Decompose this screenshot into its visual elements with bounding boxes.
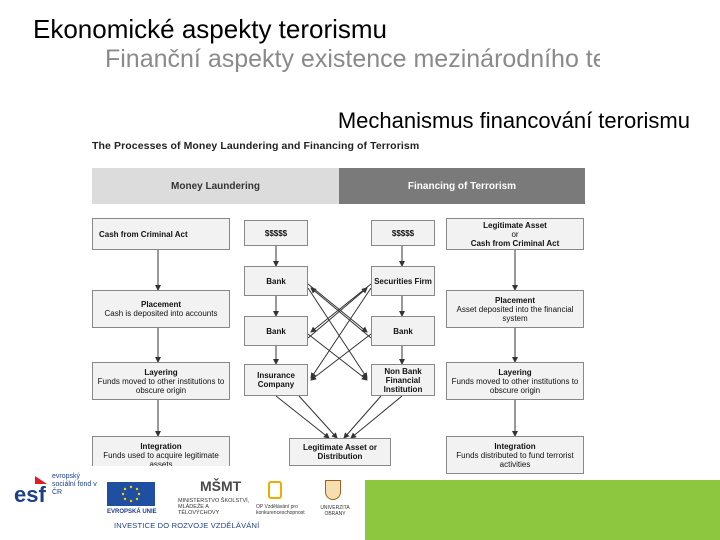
- box-bank-right: Bank: [371, 316, 435, 346]
- op-label: OP Vzdělávání pro konkurenceschopnost: [256, 504, 305, 516]
- desc-placement-right: Asset deposited into the financial syste…: [456, 304, 574, 323]
- university-label: UNIVERZITA OBRANY: [320, 505, 350, 517]
- box-securities-firm: Securities Firm: [371, 266, 435, 296]
- desc-layering-left: Funds moved to other institutions to obs…: [97, 376, 225, 395]
- label-source-right-1: Legitimate Asset: [483, 220, 547, 230]
- label-integration-right: Integration: [494, 441, 536, 451]
- label-layering-left: Layering: [144, 367, 178, 377]
- eu-label: EVROPSKÁ UNIE: [107, 509, 157, 515]
- label-placement-left: Placement: [140, 300, 182, 309]
- box-insurance-company: Insurance Company: [244, 364, 308, 396]
- diagram-connectors: [155, 246, 518, 439]
- box-cash-right: $$$$$: [371, 220, 435, 246]
- footer-tagline: INVESTICE DO ROZVOJE VZDĚLÁVÁNÍ: [114, 521, 260, 530]
- eu-flag-icon: [107, 482, 155, 506]
- box-placement-right: Placement Asset deposited into the finan…: [446, 290, 584, 328]
- band-financing-terrorism: Financing of Terrorism: [339, 168, 585, 204]
- box-bank-left-2: Bank: [244, 316, 308, 346]
- band-money-laundering: Money Laundering: [92, 168, 339, 204]
- label-layering-right: Layering: [498, 367, 532, 377]
- desc-integration-left: Funds used to acquire legitimate assets: [103, 450, 219, 469]
- accent-green-bar: [365, 480, 720, 540]
- slide-subtitle: Finanční aspekty existence mezinárodního…: [104, 45, 690, 73]
- box-layering-left: Layering Funds moved to other institutio…: [92, 362, 230, 400]
- right-margin: [600, 0, 720, 540]
- label-integration-left: Integration: [140, 441, 182, 451]
- section-heading: Mechanismus financování terorismu: [337, 108, 690, 133]
- box-integration-right: Integration Funds distributed to fund te…: [446, 436, 584, 474]
- label-source-right-2: or: [511, 229, 519, 239]
- label-securities-firm: Securities Firm: [374, 276, 432, 286]
- label-nonbank-institution: Non Bank Financial Institution: [383, 366, 423, 394]
- box-cash-criminal-act: Cash from Criminal Act: [92, 218, 230, 250]
- svg-text:esf: esf: [14, 482, 46, 507]
- desc-layering-right: Funds moved to other institutions to obs…: [451, 376, 579, 395]
- label-bank-right: Bank: [393, 326, 413, 336]
- op-logo-icon: [268, 481, 282, 499]
- box-bank-left-1: Bank: [244, 266, 308, 296]
- esf-label: evropský sociální fond v ČR: [52, 473, 97, 496]
- msmt-label: MINISTERSTVO ŠKOLSTVÍ, MLÁDEŽE A TĚLOVÝC…: [178, 498, 250, 516]
- label-placement-right: Placement: [494, 295, 536, 305]
- diagram-title: The Processes of Money Laundering and Fi…: [92, 140, 420, 152]
- box-placement-left: Placement Cash is deposited into account…: [92, 290, 230, 328]
- desc-integration-right: Funds distributed to fund terrorist acti…: [456, 450, 574, 469]
- box-legitimate-asset: Legitimate Asset or Distribution: [289, 438, 391, 466]
- box-nonbank-institution: Non Bank Financial Institution: [371, 364, 435, 396]
- slide-title: Ekonomické aspekty terorismu: [33, 14, 388, 44]
- label-cash-left: $$$$$: [264, 228, 288, 238]
- esf-logo-icon: esf: [13, 472, 49, 512]
- label-cash-criminal-act: Cash from Criminal Act: [99, 229, 188, 239]
- desc-placement-left: Cash is deposited into accounts: [104, 309, 218, 318]
- label-bank-left-2: Bank: [266, 326, 286, 336]
- box-cash-left: $$$$$: [244, 220, 308, 246]
- university-crest-icon: [325, 480, 341, 500]
- box-source-right: Legitimate Asset or Cash from Criminal A…: [446, 218, 584, 250]
- label-insurance-company: Insurance Company: [257, 371, 295, 389]
- label-source-right-3: Cash from Criminal Act: [470, 238, 560, 248]
- label-bank-left-1: Bank: [266, 276, 286, 286]
- label-legitimate-asset: Legitimate Asset or Distribution: [303, 443, 377, 461]
- msmt-logo-icon: MŠMT: [200, 478, 242, 494]
- sponsor-logos: esf evropský sociální fond v ČR EVROPSKÁ…: [10, 466, 365, 540]
- process-diagram: The Processes of Money Laundering and Fi…: [89, 138, 600, 480]
- label-cash-right: $$$$$: [391, 228, 415, 238]
- box-layering-right: Layering Funds moved to other institutio…: [446, 362, 584, 400]
